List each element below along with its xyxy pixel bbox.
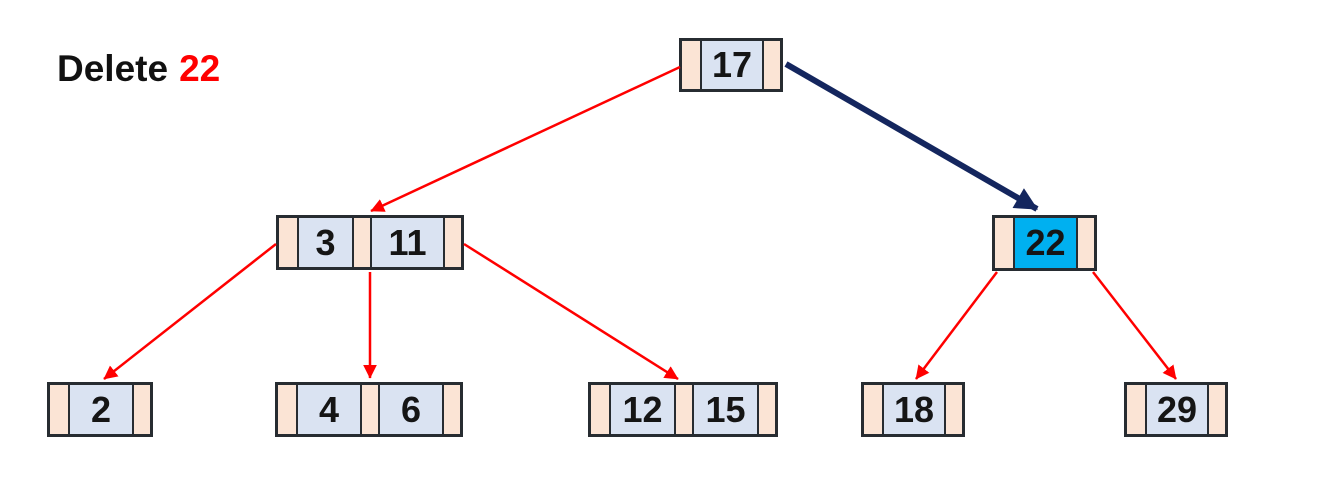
btree-node-22: 22 xyxy=(992,215,1097,271)
pointer-cell xyxy=(995,218,1013,268)
btree-node-17: 17 xyxy=(679,38,783,92)
key-cell: 12 xyxy=(609,385,674,434)
pointer-cell xyxy=(132,385,150,434)
btree-node-2: 2 xyxy=(47,382,153,437)
pointer-cell xyxy=(360,385,378,434)
pointer-cell xyxy=(591,385,609,434)
pointer-cell xyxy=(1076,218,1094,268)
btree-node-12-15: 12 15 xyxy=(588,382,778,437)
edge-3-11-to-12-15 xyxy=(463,242,679,381)
pointer-cell xyxy=(351,218,370,267)
pointer-cell xyxy=(944,385,962,434)
title-target-value: 22 xyxy=(179,48,221,89)
key-cell: 11 xyxy=(369,218,443,267)
key-cell: 4 xyxy=(296,385,360,434)
pointer-cell xyxy=(50,385,68,434)
edge-3-11-to-2 xyxy=(103,243,277,380)
key-cell: 15 xyxy=(692,385,757,434)
pointer-cell xyxy=(762,41,780,89)
key-cell: 3 xyxy=(297,218,352,267)
key-cell: 22 xyxy=(1013,218,1076,268)
edge-22-to-29 xyxy=(1092,271,1177,380)
pointer-cell xyxy=(674,385,692,434)
pointer-cell xyxy=(279,218,297,267)
btree-node-3-11: 3 11 xyxy=(276,215,464,270)
pointer-cell xyxy=(682,41,700,89)
pointer-cell xyxy=(1207,385,1225,434)
key-cell: 6 xyxy=(378,385,442,434)
btree-node-18: 18 xyxy=(861,382,965,437)
pointer-cell xyxy=(442,385,460,434)
pointer-cell xyxy=(757,385,775,434)
edge-17-to-22 xyxy=(784,61,1039,212)
edge-22-to-18 xyxy=(915,271,998,380)
pointer-cell xyxy=(1127,385,1145,434)
key-cell: 2 xyxy=(68,385,132,434)
edge-17-to-3-11 xyxy=(370,65,681,213)
key-cell: 29 xyxy=(1145,385,1207,434)
btree-node-29: 29 xyxy=(1124,382,1228,437)
pointer-cell xyxy=(443,218,461,267)
key-cell: 17 xyxy=(700,41,762,89)
title-action-label: Delete xyxy=(57,48,169,89)
pointer-cell xyxy=(278,385,296,434)
pointer-cell xyxy=(864,385,882,434)
key-cell: 18 xyxy=(882,385,944,434)
